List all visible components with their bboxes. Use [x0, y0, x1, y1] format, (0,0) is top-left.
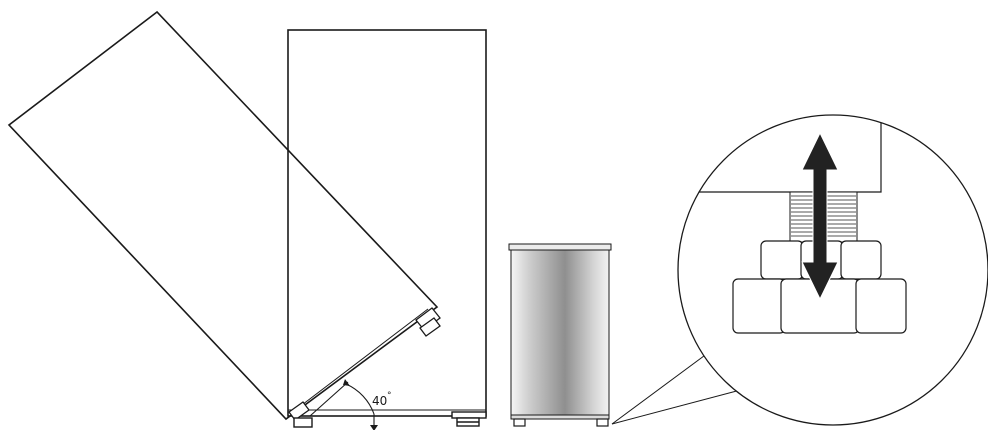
angle-value-label: 40	[372, 394, 387, 408]
angle-degree-mark: °	[387, 391, 392, 401]
double-arrow-icon	[801, 131, 839, 301]
upright-fridge	[287, 29, 487, 417]
callout-pointer	[611, 349, 749, 425]
front-foot	[293, 417, 313, 428]
foot-lower-blocks	[732, 278, 907, 334]
magnified-foot-view	[677, 114, 988, 426]
upright-fridge-feet	[451, 411, 487, 427]
small-fridge	[508, 243, 612, 420]
small-fridge-feet	[513, 418, 609, 427]
tilted-fridge-feet	[288, 307, 441, 421]
tilted-fridge	[7, 10, 439, 421]
fridge-base-corner	[678, 115, 882, 193]
tilt-angle-indicator	[309, 379, 390, 431]
